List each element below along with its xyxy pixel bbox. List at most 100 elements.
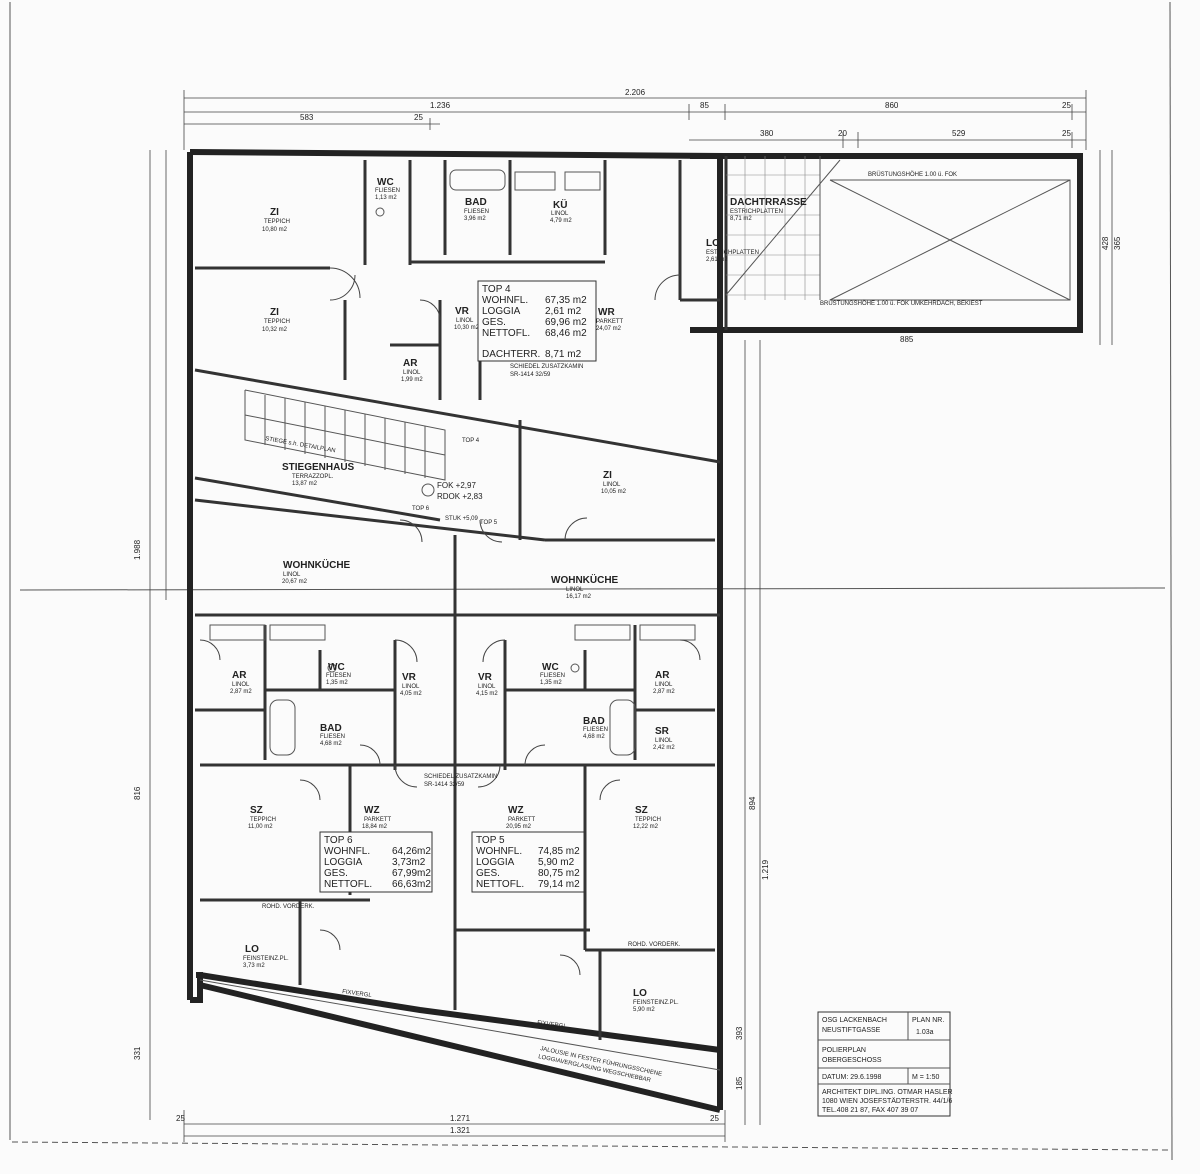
room-vr-3: VR LINOL 4,15 m2 [476,672,498,697]
svg-text:LOGGIA: LOGGIA [476,857,515,868]
svg-text:STIEGENHAUS: STIEGENHAUS [282,462,355,473]
room-zi-3: ZI LINOL 10,05 m2 [601,470,627,495]
svg-text:LO: LO [633,988,647,999]
svg-text:79,14 m2: 79,14 m2 [538,879,580,890]
svg-text:FLIESEN: FLIESEN [375,188,400,194]
note-schiedel-upper-b: SR-1414 32/59 [510,372,551,378]
svg-text:1,35 m2: 1,35 m2 [326,680,348,686]
note-top6-marker: TOP 6 [412,506,430,512]
dim-terrace-end: 25 [1062,129,1071,138]
terrace-tiles [725,156,1071,301]
svg-text:DACHTERR.: DACHTERR. [482,349,540,360]
dim-right-185: 185 [735,1076,744,1090]
room-wc-3: WC FLIESEN 1,35 m2 [540,662,565,686]
room-ar-2: AR LINOL 2,87 m2 [230,670,252,695]
room-ar-1: AR LINOL 1,99 m2 [401,358,423,383]
title-block: OSG LACKENBACH NEUSTIFTGASSE PLAN NR. 1.… [817,1011,953,1117]
dim-right-bottom: 393 [735,1026,744,1040]
bottom-dimensions: 25 1.271 25 1.321 [176,1110,726,1142]
title-plan-type-2: OBERGESCHOSS [822,1057,882,1064]
top-dimensions: 2.206 1.236 85 860 25 583 25 380 20 529 … [183,88,1087,150]
svg-text:FLIESEN: FLIESEN [326,673,351,679]
dim-right-lower: 894 [748,796,757,810]
svg-text:LINOL: LINOL [456,318,474,324]
svg-text:11,00 m2: 11,00 m2 [248,824,273,830]
room-sz-2: SZ TEPPICH 12,22 m2 [633,805,661,830]
note-rohd-right: ROHD. VORDERK. [628,942,681,948]
top4-summary: TOP 4 WOHNFL. 67,35 m2 LOGGIA 2,61 m2 GE… [477,280,597,362]
svg-text:VR: VR [455,306,470,317]
dim-terrace-width: 380 [760,129,774,138]
svg-text:66,63m2: 66,63m2 [392,879,431,890]
svg-text:3,73m2: 3,73m2 [392,857,426,868]
room-wohnkuche-left: WOHNKÜCHE LINOL 20,67 m2 [282,558,351,585]
dim-top-left: 1.236 [430,101,451,110]
room-ar-3: AR LINOL 2,87 m2 [653,670,675,695]
room-lo-left: LO FEINSTEINZ.PL. 3,73 m2 [243,944,289,969]
svg-text:2,61 m2: 2,61 m2 [706,257,728,263]
dim-top-mid: 85 [700,101,709,110]
svg-text:FLIESEN: FLIESEN [320,734,345,740]
svg-text:BAD: BAD [583,716,605,727]
svg-text:TEPPICH: TEPPICH [264,219,290,225]
svg-text:2,87 m2: 2,87 m2 [653,689,675,695]
note-fok: FOK +2,97 [437,481,476,490]
room-sr: SR LINOL 2,42 m2 [653,726,675,751]
side-dimensions: 1.988 816 331 428 365 1.219 894 393 185 … [133,150,1122,1125]
note-fixvergl-left: FIXVERGL [342,989,373,999]
title-architect-1: ARCHITEKT DIPL.ING. OTMAR HASLER [822,1089,953,1096]
svg-text:20,67 m2: 20,67 m2 [282,579,308,585]
room-bad-3: BAD FLIESEN 4,68 m2 [583,716,608,740]
note-brustung-top: BRÜSTUNGSHÖHE 1.00 ü. FOK [868,171,957,178]
dim-terrace-right: 529 [952,129,966,138]
svg-text:WC: WC [542,662,559,673]
dim-upper-left-b: 25 [414,113,423,122]
title-architect-3: TEL.408 21 87, FAX 407 39 07 [822,1107,918,1114]
svg-text:13,87 m2: 13,87 m2 [292,481,318,487]
svg-text:WOHNKÜCHE: WOHNKÜCHE [551,573,619,586]
room-bad-1: BAD FLIESEN 3,96 m2 [464,197,489,222]
dim-upper-left: 583 [300,113,314,122]
dim-bottom-outer: 1.321 [450,1126,471,1135]
sheet-border [9,1,1173,1161]
svg-text:KÜ: KÜ [553,198,567,211]
svg-text:GES.: GES. [482,317,506,328]
svg-text:2,61 m2: 2,61 m2 [545,306,582,317]
svg-text:BAD: BAD [465,197,487,208]
svg-text:5,90 m2: 5,90 m2 [538,857,575,868]
svg-text:WZ: WZ [508,805,524,816]
svg-text:NETTOFL.: NETTOFL. [482,328,530,339]
svg-text:VR: VR [478,672,493,683]
svg-text:LINOL: LINOL [403,370,421,376]
note-rdok: RDOK +2,83 [437,492,483,501]
room-wz-2: WZ PARKETT 20,95 m2 [506,805,536,830]
title-datum: DATUM: 29.6.1998 [822,1074,882,1081]
svg-text:4,68 m2: 4,68 m2 [320,741,342,747]
svg-text:64,26m2: 64,26m2 [392,846,431,857]
room-wohnkuche-right: WOHNKÜCHE LINOL 16,17 m2 [551,573,619,600]
svg-text:68,46 m2: 68,46 m2 [545,328,587,339]
svg-text:20,95 m2: 20,95 m2 [506,824,532,830]
note-stuk: STUK +5,09 [445,516,479,522]
svg-text:LINOL: LINOL [603,482,621,488]
svg-text:18,84 m2: 18,84 m2 [362,824,388,830]
svg-text:FLIESEN: FLIESEN [583,727,608,733]
title-project-1: OSG LACKENBACH [822,1017,887,1024]
svg-text:AR: AR [232,670,247,681]
svg-text:LINOL: LINOL [283,572,301,578]
svg-text:10,05 m2: 10,05 m2 [601,489,627,495]
dim-right-upper-b: 365 [1113,236,1122,250]
svg-text:NETTOFL.: NETTOFL. [324,879,372,890]
dim-bottom-right: 25 [710,1114,719,1123]
dim-terrace-gap: 20 [838,129,847,138]
svg-text:WOHNFL.: WOHNFL. [324,846,370,857]
room-lo-right: LO FEINSTEINZ.PL. 5,90 m2 [633,988,679,1013]
title-plan-nr-label: PLAN NR. [912,1017,944,1024]
svg-text:74,85 m2: 74,85 m2 [538,846,580,857]
note-fixvergl-right: FIXVERGL [537,1020,568,1030]
room-vr-2: VR LINOL 4,05 m2 [400,672,422,697]
svg-text:WC: WC [328,662,345,673]
svg-text:69,96 m2: 69,96 m2 [545,317,587,328]
title-plan-type-1: POLIERPLAN [822,1047,866,1054]
